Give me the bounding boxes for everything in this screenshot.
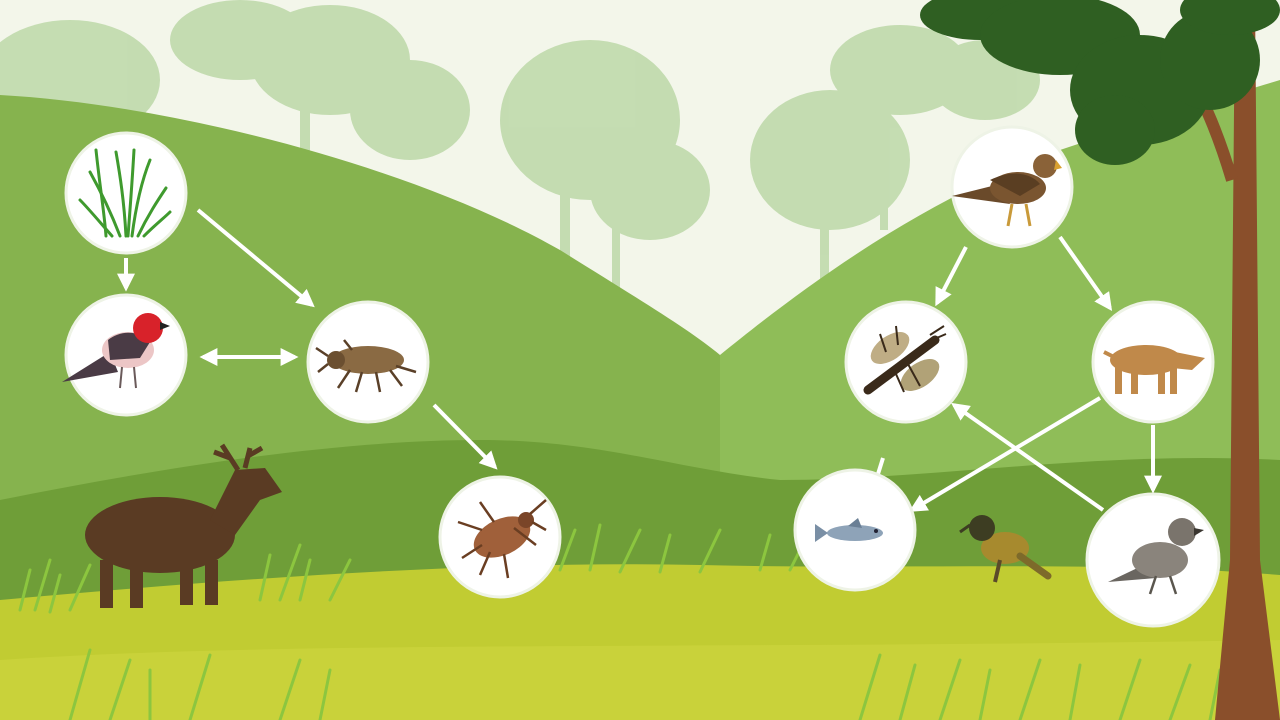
- node-sparrow[interactable]: [1085, 492, 1221, 628]
- woodpecker: [959, 515, 1052, 583]
- arrow-grass-to-louse: [196, 208, 315, 308]
- node-red-bird[interactable]: [62, 293, 188, 417]
- arrow-hawk-to-winged-insect: [935, 246, 968, 307]
- grass-icon: [78, 148, 172, 238]
- beetle-icon: [457, 499, 547, 579]
- oak-tree: [920, 0, 1280, 720]
- louse-icon: [315, 339, 417, 393]
- arrow-louse-to-beetle: [432, 403, 498, 470]
- red-bird-icon: [62, 313, 170, 389]
- ground-front: [0, 640, 1280, 720]
- node-hawk[interactable]: [950, 125, 1074, 249]
- winged-insect-icon: [863, 325, 947, 395]
- arrow-mammal-to-fish: [908, 396, 1102, 512]
- arrow-stub-fish: [876, 457, 885, 475]
- node-louse[interactable]: [306, 300, 430, 424]
- sparrow-icon: [1108, 518, 1204, 595]
- arrow-hawk-to-mammal: [1058, 235, 1113, 311]
- food-web-arrows: [117, 208, 1162, 512]
- mammal-icon: [1103, 345, 1205, 394]
- deer-silhouette: [85, 443, 282, 608]
- node-fish[interactable]: [793, 468, 917, 592]
- node-winged-insect[interactable]: [844, 300, 968, 424]
- arrow-sparrow-to-winged-insect: [951, 402, 1105, 512]
- node-grass[interactable]: [64, 131, 188, 255]
- hawk-icon: [952, 154, 1062, 227]
- grass-tufts: [18, 523, 1222, 720]
- fish-icon: [815, 518, 883, 542]
- node-beetle[interactable]: [438, 475, 562, 599]
- node-mammal[interactable]: [1091, 300, 1215, 424]
